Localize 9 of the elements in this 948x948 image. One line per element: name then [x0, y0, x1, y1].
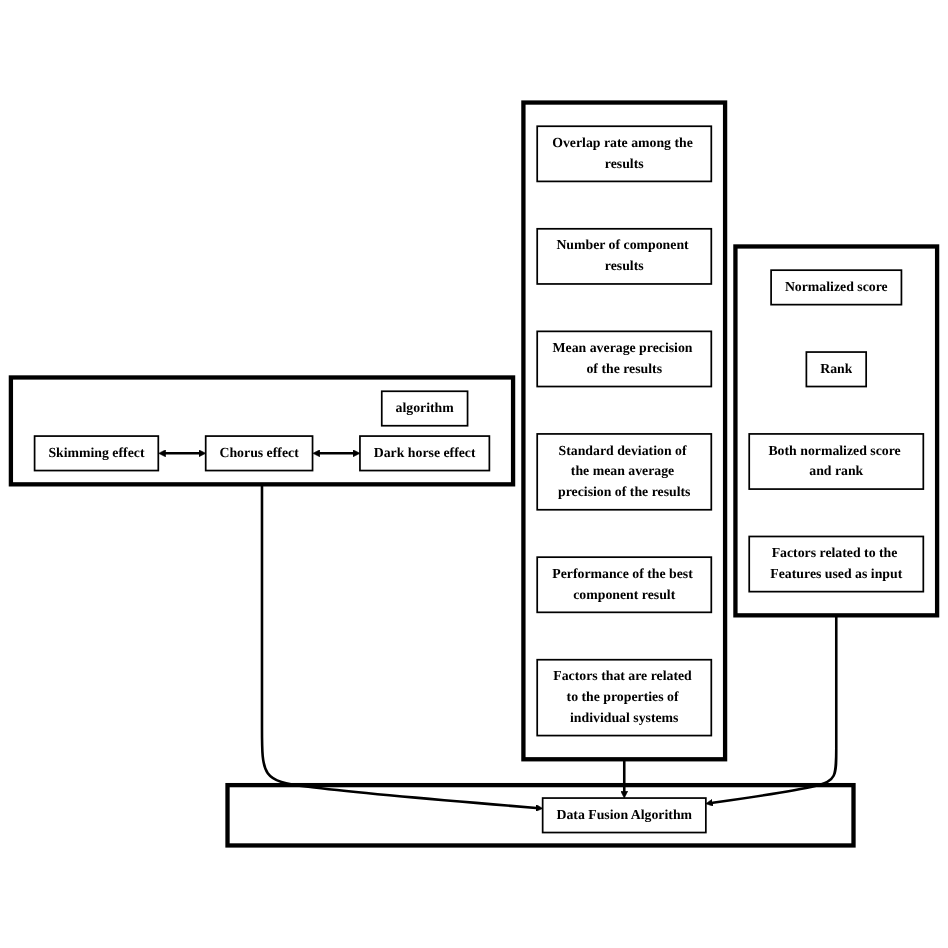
arrow — [312, 449, 361, 458]
arrow — [158, 449, 207, 458]
arrow — [620, 759, 629, 799]
cluster — [8, 375, 516, 487]
arrow — [260, 484, 543, 812]
arrow — [705, 615, 838, 807]
cluster — [225, 782, 856, 848]
cluster — [733, 244, 940, 618]
cluster — [521, 100, 728, 762]
